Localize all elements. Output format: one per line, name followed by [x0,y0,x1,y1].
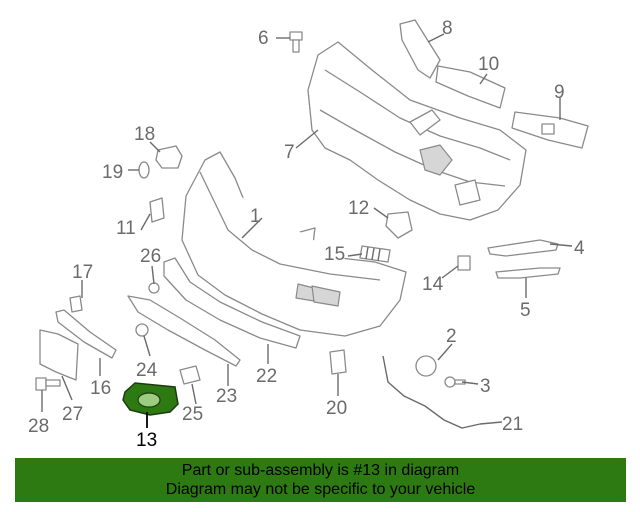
callout-19: 19 [102,162,123,183]
callout-3: 3 [480,376,491,397]
callout-24: 24 [136,360,158,381]
banner-line-part-info: Part or sub-assembly is #13 in diagram [181,462,460,479]
part-16-trim[interactable] [55,309,117,359]
callout-5: 5 [520,300,531,321]
callout-23: 23 [216,386,237,407]
part-6-bolt[interactable] [289,31,303,53]
callout-labels: 1 2 3 4 5 6 7 8 9 10 11 12 13 14 15 16 1… [28,18,585,451]
callout-18: 18 [134,124,155,145]
part-9-bracket[interactable] [511,111,589,149]
part-14-sensor[interactable] [457,255,471,271]
callout-28: 28 [28,416,49,437]
callout-8: 8 [442,18,453,39]
part-10-absorber[interactable] [435,65,506,109]
parts-diagram: 1 2 3 4 5 6 7 8 9 10 11 12 13 14 15 16 1… [28,18,589,451]
callout-15: 15 [324,244,345,265]
callout-20: 20 [326,398,347,419]
info-banner: Part or sub-assembly is #13 in diagram D… [15,458,626,502]
callout-6: 6 [258,28,269,49]
banner-line-disclaimer: Diagram may not be specific to your vehi… [165,481,476,498]
part-25-clip[interactable] [179,365,201,385]
callout-4: 4 [574,238,585,259]
part-12-bracket[interactable] [385,211,413,239]
part-27-plate-bracket[interactable] [39,329,79,381]
callout-1: 1 [250,206,261,227]
part-2-sensor[interactable] [415,355,437,377]
callout-17: 17 [72,262,93,283]
part-1-bumper-cover[interactable] [181,151,407,337]
callout-27: 27 [62,404,83,425]
callout-26: 26 [140,246,161,267]
callout-25: 25 [182,404,203,425]
callout-13: 13 [136,430,157,451]
part-17-clip[interactable] [69,295,83,313]
part-21-wiring-harness[interactable] [382,355,481,429]
part-7-bumper-support[interactable] [307,41,527,221]
part-20-cover[interactable] [329,349,347,375]
callout-12: 12 [348,198,369,219]
callout-22: 22 [256,366,277,387]
part-4-strip[interactable] [487,239,559,257]
part-18-sensor[interactable] [155,145,183,169]
callout-14: 14 [422,274,444,295]
part-24-fastener[interactable] [135,323,149,337]
part-23-deflector[interactable] [127,295,241,367]
callout-21: 21 [502,414,523,435]
callout-2: 2 [446,326,457,347]
part-15-spring[interactable] [359,245,391,263]
callout-16: 16 [90,378,111,399]
part-13-fog-lamp-cover[interactable] [122,382,179,416]
part-19-ring[interactable] [138,161,150,179]
leader-lines [41,33,573,428]
part-28-bolt[interactable] [35,377,61,391]
part-22-spoiler[interactable] [163,257,301,349]
callout-11: 11 [116,218,136,239]
part-11-bracket[interactable] [149,197,165,223]
callout-9: 9 [554,82,565,103]
part-8-bracket[interactable] [399,19,441,79]
callout-10: 10 [478,54,499,75]
part-26-fastener[interactable] [148,282,160,294]
callout-7: 7 [284,142,295,163]
part-5-strip[interactable] [495,267,561,279]
